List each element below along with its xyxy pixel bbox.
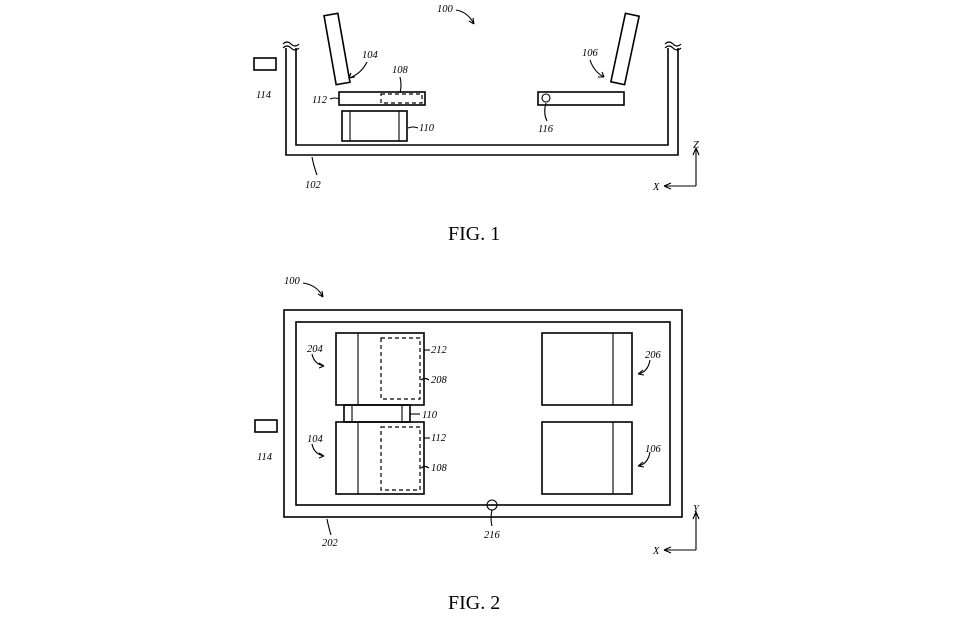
fig1-support-block — [341, 110, 408, 142]
fig1-dashed-region — [380, 93, 423, 104]
fig1-label-116: 116 — [538, 124, 554, 135]
fig2-upper-dashed — [380, 337, 421, 400]
fig1-break-right — [664, 41, 682, 51]
fig2-axis-horizontal — [663, 546, 696, 554]
fig1-right-plate — [537, 91, 625, 106]
fig2-leader-216 — [490, 509, 493, 527]
fig1-label-112: 112 — [312, 95, 328, 106]
figure-2: 100 204 104 206 106 212 208 110 112 108 … — [254, 276, 700, 614]
fig2-label-100: 100 — [284, 276, 301, 287]
fig1-axis-label-z: Z — [693, 140, 699, 151]
fig2-arrow-100 — [302, 282, 324, 298]
fig1-label-114: 114 — [256, 90, 272, 101]
fig2-leader-208 — [420, 377, 430, 381]
fig1-arrow-100 — [455, 9, 475, 25]
fig2-label-110: 110 — [422, 410, 438, 421]
fig2-leader-202 — [326, 518, 332, 536]
fig1-controller — [253, 57, 277, 71]
fig2-label-104: 104 — [307, 434, 324, 445]
fig1-label-110: 110 — [419, 123, 435, 134]
fig1-sensor — [541, 93, 551, 103]
fig1-right-lid — [609, 12, 641, 86]
fig2-upper-left-unit — [335, 332, 425, 406]
fig1-left-lid — [323, 12, 351, 86]
fig2-lower-right-unit — [541, 421, 633, 495]
fig2-axis-label-y: Y — [693, 504, 700, 515]
fig1-label-102: 102 — [305, 180, 322, 191]
fig2-lower-dashed — [380, 426, 421, 491]
fig2-frame-outer — [283, 309, 683, 518]
figure-1: 100 104 106 108 112 110 114 116 102 Z X … — [253, 4, 700, 245]
fig2-label-208: 208 — [431, 375, 448, 386]
fig1-label-108: 108 — [392, 65, 409, 76]
fig1-leader-112 — [329, 97, 340, 100]
fig2-lower-left-unit — [335, 421, 425, 495]
fig1-caption: FIG. 1 — [448, 223, 500, 245]
fig2-arrow-106 — [637, 451, 651, 468]
fig1-label-100: 100 — [437, 4, 454, 15]
fig1-arrow-104 — [348, 61, 368, 79]
fig2-caption: FIG. 2 — [448, 592, 500, 614]
fig2-controller — [254, 419, 278, 433]
fig2-label-216: 216 — [484, 530, 501, 541]
fig2-arrow-104 — [311, 443, 325, 459]
fig2-label-204: 204 — [307, 344, 324, 355]
fig1-leader-108 — [399, 76, 402, 94]
fig2-label-202: 202 — [322, 538, 339, 549]
fig2-label-108: 108 — [431, 463, 448, 474]
fig1-axis-horizontal — [663, 182, 696, 190]
fig2-arrow-206 — [637, 359, 651, 376]
fig1-break-left — [282, 41, 300, 51]
fig2-label-106: 106 — [645, 444, 662, 455]
fig1-frame — [285, 48, 679, 156]
fig1-leader-102 — [311, 156, 318, 176]
fig2-upper-right-unit — [541, 332, 633, 406]
fig1-arrow-106 — [589, 59, 605, 78]
fig2-label-212: 212 — [431, 345, 448, 356]
fig1-label-104: 104 — [362, 50, 379, 61]
fig2-axis-vertical — [692, 511, 700, 550]
fig2-arrow-204 — [311, 353, 325, 369]
fig2-label-114: 114 — [257, 452, 273, 463]
fig2-label-112: 112 — [431, 433, 447, 444]
fig2-leader-108 — [420, 465, 430, 469]
fig2-frame-inner — [295, 321, 671, 506]
fig2-label-206: 206 — [645, 350, 662, 361]
fig1-axis-label-x: X — [652, 182, 660, 193]
fig2-link-block — [343, 404, 411, 423]
fig1-label-106: 106 — [582, 48, 599, 59]
fig2-axis-label-x: X — [652, 546, 660, 557]
fig1-leader-116 — [544, 102, 548, 122]
fig1-axis-vertical — [692, 147, 700, 186]
fig1-leader-110 — [407, 126, 419, 129]
